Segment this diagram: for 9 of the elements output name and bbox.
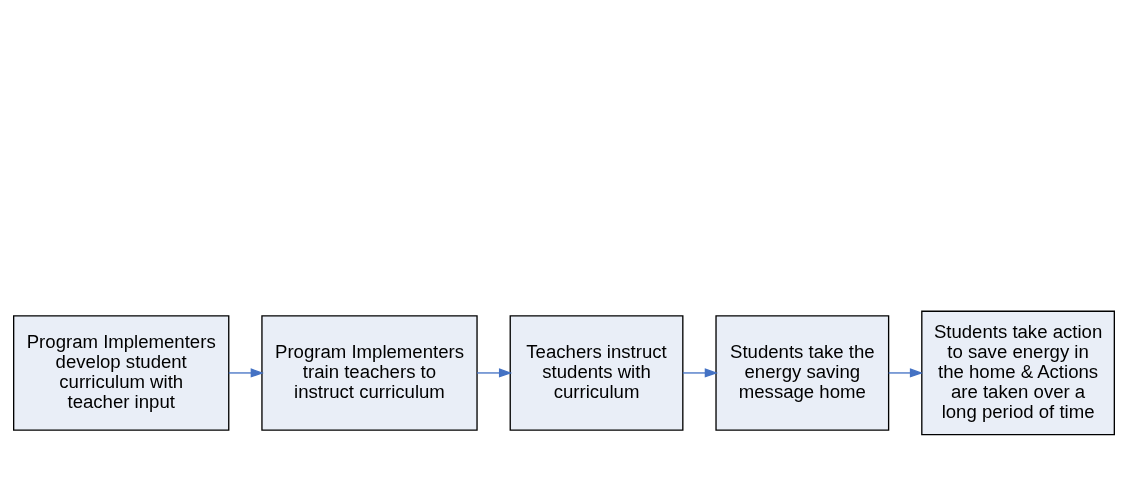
node-box: Program Implementers train teachers to instruct curriculum: [261, 315, 478, 431]
arrow: [228, 368, 264, 378]
node-box: Students take the energy saving message home: [715, 315, 890, 431]
arrow: [887, 368, 924, 378]
node-box: Students take action to save energy in the home & Actions are taken over a long period of time: [921, 310, 1115, 436]
arrow: [476, 368, 513, 378]
node-box: Teachers instruct students with curriculum: [509, 315, 684, 431]
arrow: [682, 368, 719, 378]
node-box: Program Implementers develop student curriculum with teacher input: [13, 315, 230, 431]
